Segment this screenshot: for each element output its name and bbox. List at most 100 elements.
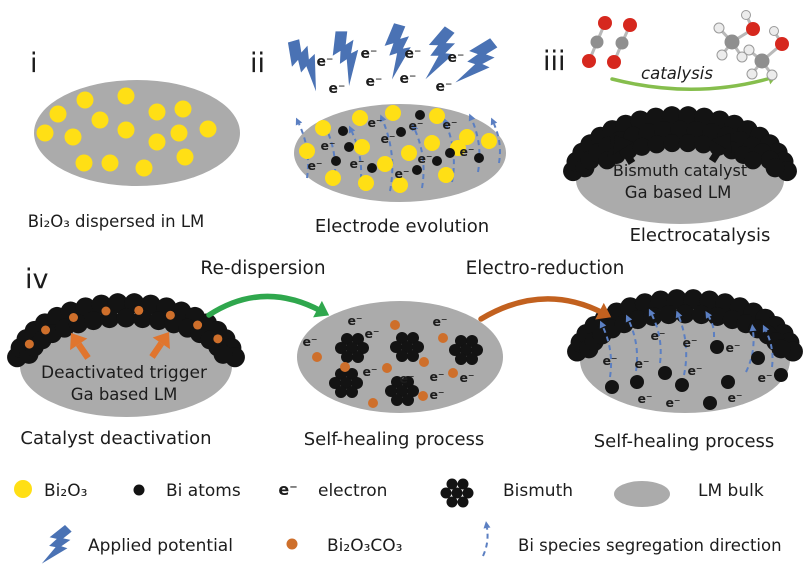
electron-label: e⁻	[436, 79, 453, 95]
redispersion-arrow-head	[313, 300, 330, 318]
segregation-arrow-head	[295, 117, 303, 126]
bi2o3-dot	[101, 154, 119, 172]
bismuth-band-dot	[663, 134, 682, 153]
electron-label: e⁻	[329, 81, 346, 97]
legend-icons: e⁻	[14, 478, 670, 564]
bi-atom-dot	[710, 340, 724, 354]
bismuth-cluster-dot	[407, 385, 419, 397]
bismuth-cluster-dot	[391, 394, 403, 406]
segregation-arrow-head	[762, 324, 770, 333]
bismuth-cluster-dot	[396, 385, 408, 397]
bi-atom-dot	[675, 378, 689, 392]
bismuth-cluster-dot	[466, 335, 478, 347]
bismuth-band-dot	[140, 294, 161, 315]
bismuth-cluster-dot	[457, 496, 469, 508]
panel-iii-numeral: iii	[543, 46, 566, 77]
electron-label: e⁻	[417, 151, 432, 166]
bismuth-cluster-dot	[446, 496, 458, 508]
electroreduction-arrow-head	[595, 302, 612, 320]
panel-iv-numeral: iv	[25, 264, 49, 295]
bi-atom-dot	[721, 375, 735, 389]
bismuth-cluster-dot	[351, 377, 363, 389]
bismuth-band-dot	[699, 290, 720, 311]
lightning-bolt-icon	[332, 31, 359, 87]
bismuth-catalyst-label: Bismuth catalyst	[613, 161, 747, 180]
segregation-arrow-head	[483, 521, 491, 529]
bi2o3-dot	[438, 167, 454, 183]
bi-atom-dot	[344, 142, 354, 152]
bismuth-cluster-dot	[335, 342, 347, 354]
legend-label-bismuth: Bismuth	[503, 481, 573, 501]
bi2o3co3-dot	[134, 305, 144, 315]
bi2o3-dot	[148, 103, 166, 121]
bi2o3-dot	[481, 133, 497, 149]
bi-atom-dot	[774, 368, 788, 382]
bi-atom-dot	[415, 110, 425, 120]
panel-iv-caption: Catalyst deactivation	[20, 428, 211, 449]
bi2o3-dot	[354, 139, 370, 155]
panel-ii-graphics: e⁻e⁻e⁻e⁻e⁻e⁻e⁻e⁻e⁻e⁻e⁻e⁻e⁻e⁻e⁻e⁻e⁻e⁻	[287, 23, 506, 202]
bi-atom-dot	[367, 163, 377, 173]
bi-atom-dot	[474, 153, 484, 163]
bi2o3-dot	[117, 87, 135, 105]
panel-i-numeral: i	[30, 48, 38, 79]
bismuth-band-dot	[107, 293, 128, 314]
lightning-bolt-icon	[425, 26, 456, 80]
panel-ii-caption: Electrode evolution	[315, 216, 489, 237]
bi-atom-dot	[703, 396, 717, 410]
bismuth-cluster-dot	[341, 351, 353, 363]
lightning-bolt-icon	[287, 39, 316, 92]
atom-h_white	[736, 51, 748, 63]
bi2o3co3-dot	[418, 391, 428, 401]
lightning-bolt-icon	[384, 23, 411, 80]
atom-red	[598, 16, 612, 30]
electron-label: e⁻	[367, 115, 382, 130]
bismuth-band-dot	[632, 137, 651, 156]
electron-label: e⁻	[429, 369, 444, 384]
electron-label: e⁻	[665, 395, 680, 410]
electron-label: e⁻	[364, 326, 379, 341]
segregation-arrow-head	[599, 320, 607, 329]
bi2o3-dot	[174, 100, 192, 118]
electron-label: e⁻	[459, 144, 474, 159]
panel-mid-caption: Self-healing process	[304, 429, 485, 450]
atom-carbon_gray	[615, 36, 629, 50]
segregation-arrow	[765, 330, 774, 368]
electron-label: e⁻	[637, 391, 652, 406]
bi2o3co3-dot	[213, 334, 223, 344]
legend-label-lm-bulk: LM bulk	[698, 481, 764, 501]
segregation-arrow-head	[442, 117, 450, 126]
bismuth-cluster-dot	[446, 478, 458, 490]
bi2o3-dot	[14, 480, 32, 498]
bi2o3-dot	[64, 128, 82, 146]
bismuth-cluster-dot	[396, 350, 408, 362]
electron-label: e⁻	[442, 117, 457, 132]
lm-bulk-ellipse	[614, 481, 670, 507]
bi2o3co3-dot	[69, 313, 78, 323]
catalysis-label: catalysis	[641, 64, 713, 83]
bi-atom-dot	[133, 484, 145, 496]
bi2o3-dot	[299, 143, 315, 159]
bismuth-band-dot	[666, 289, 687, 310]
segregation-arrow-head	[705, 310, 713, 319]
electron-label: e⁻	[347, 313, 362, 328]
segregation-arrow	[708, 316, 716, 338]
segregation-arrow-head	[749, 324, 757, 332]
bismuth-cluster-dot	[466, 353, 478, 365]
bi2o3co3-dot	[165, 310, 175, 320]
electron-label: e⁻	[448, 50, 465, 66]
bismuth-band-dot	[83, 311, 103, 331]
bismuth-band-dot	[213, 344, 233, 364]
catalyst-arrow-head	[612, 135, 634, 155]
bi2o3-dot	[358, 175, 374, 191]
deactivation-arrow-head	[152, 332, 170, 350]
segregation-arrow-head	[648, 308, 656, 317]
bismuth-cluster-dot	[407, 350, 419, 362]
atom-h_white	[746, 68, 758, 80]
electron-label: e⁻	[429, 387, 444, 402]
electron-label: e⁻	[307, 158, 322, 173]
segregation-arrow	[651, 314, 662, 364]
atom-red	[623, 18, 637, 32]
bismuth-band-dot	[683, 289, 704, 310]
bi2o3co3-dot	[382, 363, 392, 373]
